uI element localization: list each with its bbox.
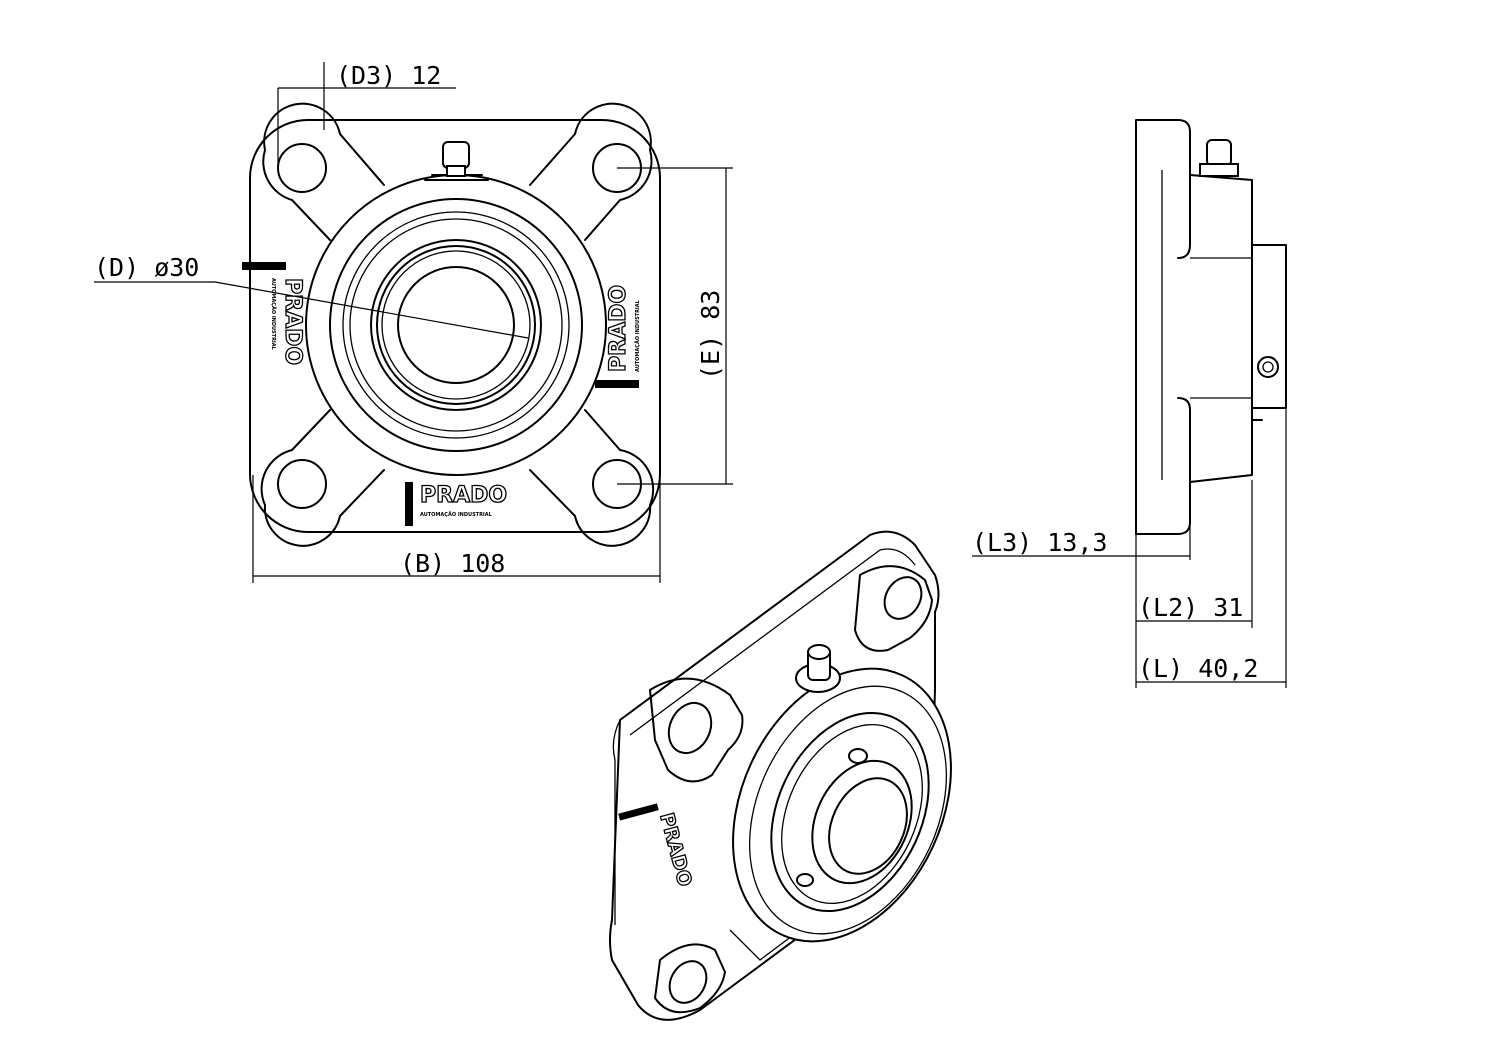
- brand-name: PRADO: [420, 483, 507, 508]
- iso-bolt-hole-bl: [668, 960, 708, 1004]
- iso-brand-mark: PRADO: [618, 803, 697, 890]
- brand-name: PRADO: [606, 285, 631, 372]
- grease-nipple-icon: [424, 141, 489, 181]
- side-collar: [1251, 244, 1287, 421]
- dimension-e-label: (E) 83: [696, 290, 725, 380]
- shaft-bore: [397, 266, 515, 384]
- dimension-l3-label: (L3) 13,3: [972, 528, 1107, 557]
- brand-mark-left: PRADO AUTOMAÇÃO INDUSTRIAL: [242, 262, 306, 366]
- iso-ear-tl: [649, 677, 744, 783]
- side-housing-steps: [1190, 257, 1252, 399]
- insert-ring: [376, 245, 536, 405]
- brand-mark-right: PRADO AUTOMAÇÃO INDUSTRIAL: [595, 284, 641, 388]
- front-view: PRADO AUTOMAÇÃO INDUSTRIAL PRADO AUTOMAÇ…: [242, 102, 661, 547]
- dimension-l: (L) 40,2: [1136, 408, 1287, 688]
- brand-tagline: AUTOMAÇÃO INDUSTRIAL: [270, 278, 277, 351]
- dimension-d: (D) ø30: [94, 253, 529, 339]
- dimension-l2: (L2) 31: [1136, 480, 1253, 628]
- brand-tagline: AUTOMAÇÃO INDUSTRIAL: [634, 299, 641, 372]
- set-screw-icon: [1257, 356, 1279, 378]
- side-housing: [1189, 174, 1253, 483]
- flange-outline: [249, 119, 661, 533]
- iso-ear-bl: [654, 943, 726, 1014]
- insert-outer: [370, 239, 542, 411]
- iso-ear-tr: [854, 565, 933, 652]
- iso-bolt-hole-tl: [667, 701, 713, 755]
- collar-ring: [381, 250, 531, 400]
- dimension-e: (E) 83: [617, 167, 733, 485]
- housing-ring-1: [329, 198, 583, 452]
- dimension-b-label: (B) 108: [400, 549, 505, 578]
- isometric-view: PRADO: [609, 530, 952, 1021]
- side-view: [1135, 119, 1287, 535]
- flange-ears: [260, 102, 655, 547]
- dimension-l-label: (L) 40,2: [1138, 654, 1258, 683]
- iso-set-screw-icon: [848, 748, 868, 764]
- iso-insert: [770, 711, 930, 913]
- iso-bolt-hole-tr: [883, 576, 923, 620]
- dimension-l2-label: (L2) 31: [1138, 593, 1243, 622]
- brand-name: PRADO: [280, 278, 305, 365]
- side-flange: [1135, 119, 1191, 535]
- dimension-l3: (L3) 13,3: [972, 525, 1191, 688]
- bolt-hole-bl: [277, 459, 327, 509]
- dimension-d3-label: (D3) 12: [336, 61, 441, 90]
- dimension-d3: (D3) 12: [277, 61, 456, 165]
- iso-shaft-bore: [828, 777, 908, 875]
- dimension-d-label: (D) ø30: [94, 253, 199, 282]
- brand-mark-bottom: PRADO AUTOMAÇÃO INDUSTRIAL: [405, 482, 508, 526]
- bolt-hole-tl: [277, 143, 327, 193]
- brand-tagline: AUTOMAÇÃO INDUSTRIAL: [420, 511, 493, 518]
- brand-name: PRADO: [655, 811, 696, 889]
- iso-grease-nipple-icon: [795, 644, 841, 693]
- dimension-b: (B) 108: [252, 475, 661, 583]
- housing-ring-3: [349, 218, 563, 432]
- iso-collar: [811, 759, 913, 885]
- housing-ring-2: [342, 211, 570, 439]
- side-grease-nipple-icon: [1199, 139, 1239, 177]
